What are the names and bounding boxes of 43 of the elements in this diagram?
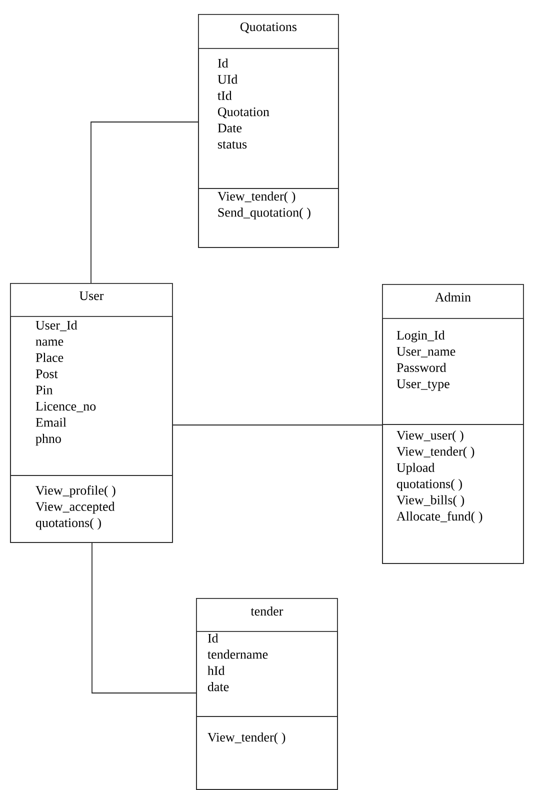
node-label: status	[218, 141, 247, 149]
node-label: Id	[218, 58, 228, 68]
node-label: Quotation	[218, 107, 270, 118]
connector-line	[172, 424, 382, 426]
node-label: name	[36, 340, 64, 346]
node-label: View_tender( )	[396, 446, 474, 458]
node-label: Login_Id	[396, 330, 445, 342]
node-label: tId	[218, 90, 232, 100]
connector-line	[92, 542, 196, 694]
method-compartment	[382, 424, 524, 564]
node-label: Place	[36, 352, 64, 362]
node-label: View_tender( )	[218, 191, 296, 204]
node-label: User_name	[396, 347, 456, 358]
node-label: Upload quotations( )	[396, 462, 462, 491]
node-label: User_Id	[36, 320, 78, 332]
node-label: tendername	[208, 650, 268, 659]
node-label: Password	[396, 362, 446, 372]
node-label: Licence_no	[36, 402, 96, 412]
node-label: View_bills( )	[396, 495, 464, 508]
node-label: Email	[36, 418, 66, 427]
attribute-compartment	[196, 631, 338, 717]
node-label: Date	[218, 124, 242, 132]
node-label: phno	[36, 434, 61, 446]
node-label: View_user( )	[396, 430, 464, 442]
method-compartment	[10, 475, 173, 543]
attribute-compartment	[198, 48, 339, 189]
node-label: Id	[208, 633, 218, 643]
node-label: Pin	[36, 386, 53, 394]
node-label: date	[208, 682, 229, 692]
attribute-compartment	[382, 318, 524, 425]
connector-line	[90, 122, 198, 284]
node-label: View_profile( )	[36, 485, 116, 498]
node-label: Post	[36, 370, 58, 378]
method-compartment	[196, 716, 338, 790]
node-label: View_accepted quotations( )	[36, 502, 115, 530]
attribute-compartment	[10, 316, 173, 476]
node-label: View_tender( )	[208, 732, 286, 744]
node-label: Allocate_fund( )	[396, 511, 482, 524]
node-label: UId	[218, 74, 238, 84]
node-label: User_type	[396, 380, 450, 391]
node-label: hId	[208, 666, 225, 676]
node-label: Send_quotation( )	[218, 208, 310, 220]
method-compartment	[198, 188, 339, 248]
